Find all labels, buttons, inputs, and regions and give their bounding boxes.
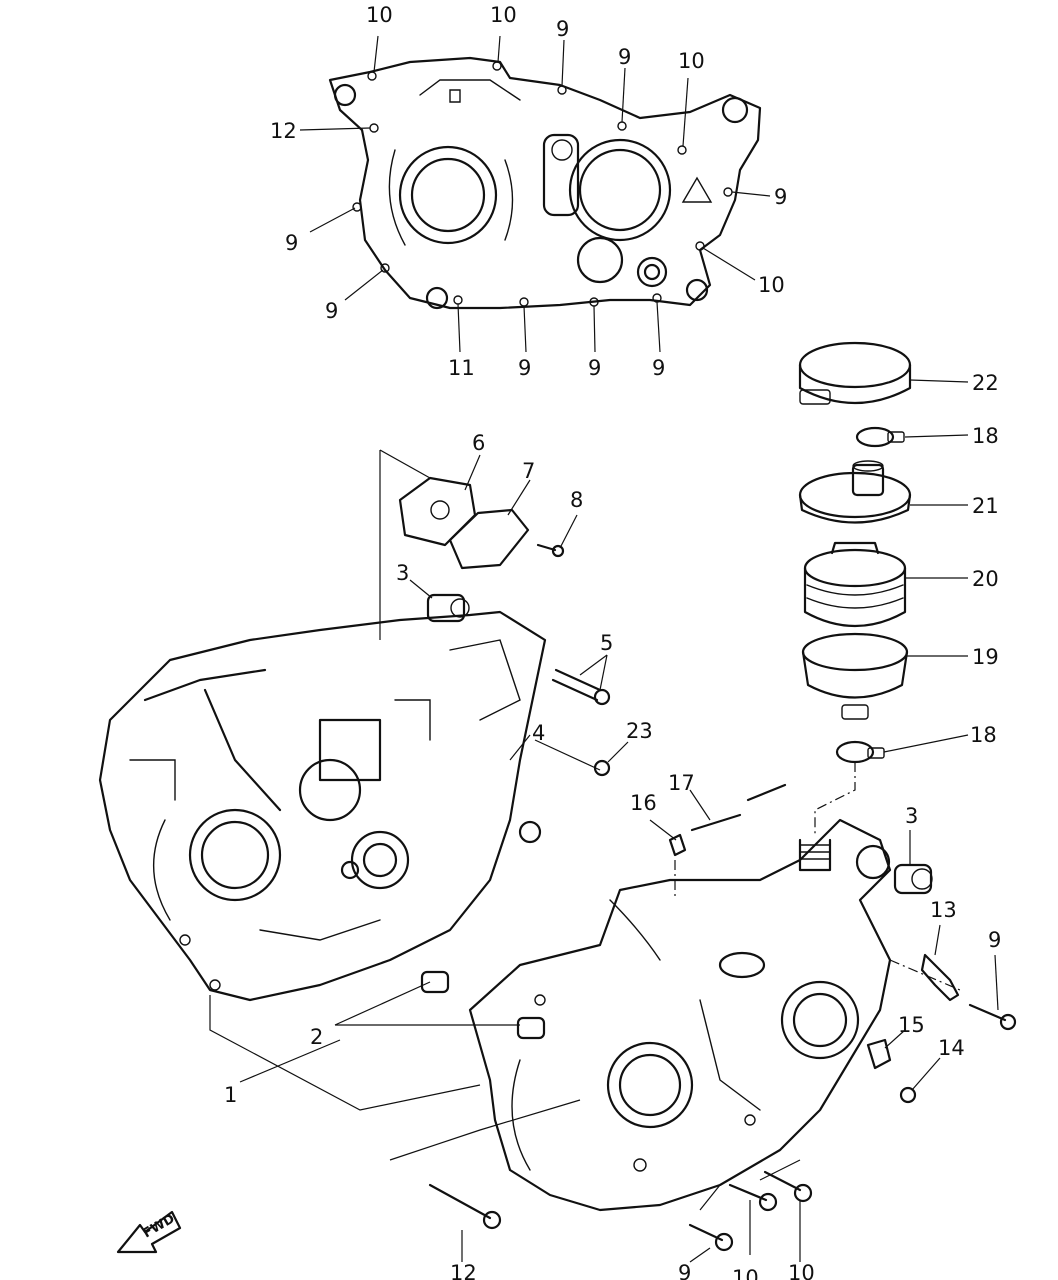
callout-10: 10 [678, 49, 705, 73]
leaders-right [814, 379, 969, 835]
callout-9: 9 [518, 356, 531, 380]
small-parts-center [398, 476, 611, 1040]
callout-16: 16 [630, 791, 657, 815]
leaders-top [299, 35, 771, 353]
callout-18: 18 [972, 424, 999, 448]
callout-2: 2 [310, 1025, 323, 1049]
callout-9: 9 [988, 928, 1001, 952]
bottom-bolts [428, 1170, 813, 1263]
callout-12: 12 [450, 1261, 477, 1280]
callout-6: 6 [472, 431, 485, 455]
callout-9: 9 [652, 356, 665, 380]
callout-5: 5 [600, 631, 613, 655]
callout-9: 9 [588, 356, 601, 380]
crankcase-cover-top [328, 56, 762, 310]
callout-17: 17 [668, 771, 695, 795]
crankcase-right [468, 783, 1017, 1212]
callout-15: 15 [898, 1013, 925, 1037]
callout-13: 13 [930, 898, 957, 922]
callout-3: 3 [396, 561, 409, 585]
callout-4: 4 [532, 721, 545, 745]
callout-10: 10 [366, 3, 393, 27]
callout-10: 10 [758, 273, 785, 297]
callout-18: 18 [970, 723, 997, 747]
callout-11: 11 [448, 356, 475, 380]
callout-20: 20 [972, 567, 999, 591]
filter-stack [798, 341, 912, 764]
callout-labels: 10 10 9 9 10 12 9 9 9 10 11 9 9 9 22 18 … [224, 3, 1001, 1280]
callout-23: 23 [626, 719, 653, 743]
callout-10: 10 [732, 1266, 759, 1280]
leaders-center [209, 449, 629, 1111]
callout-9: 9 [678, 1261, 691, 1280]
callout-9: 9 [618, 45, 631, 69]
crankcase-left [98, 610, 547, 1002]
callout-14: 14 [938, 1036, 965, 1060]
leaders-right-lower [389, 789, 999, 1262]
callout-9: 9 [774, 185, 787, 209]
fwd-arrow-icon: FWD [116, 1210, 182, 1254]
callout-9: 9 [556, 17, 569, 41]
callout-19: 19 [972, 645, 999, 669]
callout-3: 3 [905, 804, 918, 828]
callout-9: 9 [325, 299, 338, 323]
callout-9: 9 [285, 231, 298, 255]
callout-22: 22 [972, 371, 999, 395]
callout-10: 10 [788, 1261, 815, 1280]
callout-1: 1 [224, 1083, 237, 1107]
callout-7: 7 [522, 459, 535, 483]
callout-10: 10 [490, 3, 517, 27]
callout-21: 21 [972, 494, 999, 518]
callout-8: 8 [570, 488, 583, 512]
callout-12: 12 [270, 119, 297, 143]
fwd-label: FWD [141, 1211, 178, 1241]
